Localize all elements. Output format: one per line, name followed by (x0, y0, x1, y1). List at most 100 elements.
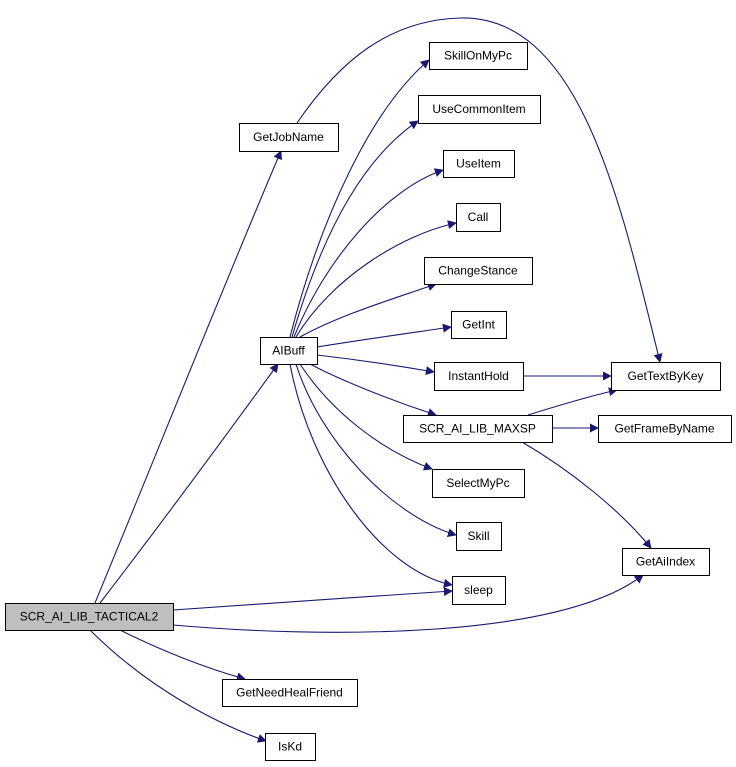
node-label: SCR_AI_LIB_MAXSP (419, 422, 536, 436)
node-label: SelectMyPc (446, 476, 509, 490)
node-box (429, 42, 528, 70)
node-usecommonitem[interactable]: UseCommonItem (418, 95, 541, 124)
node-label: GetTextByKey (627, 369, 703, 383)
node-sleep[interactable]: sleep (452, 576, 506, 605)
edge-arrow (299, 363, 433, 471)
node-box (222, 679, 358, 707)
node-useitem[interactable]: UseItem (443, 150, 515, 178)
edge-aibuff-to-instanthold (316, 354, 435, 376)
node-label: GetFrameByName (614, 422, 714, 436)
edge-getjobname-to-gettextbykey (296, 17, 663, 363)
node-box (456, 203, 501, 232)
node-changestance[interactable]: ChangeStance (424, 257, 533, 285)
node-label: GetInt (462, 318, 495, 332)
edge-layer (89, 17, 663, 743)
edge-arrow (316, 354, 435, 376)
node-layer: SCR_AI_LIB_TACTICAL2GetJobNameAIBuffSkil… (5, 42, 732, 761)
node-box (424, 257, 533, 285)
node-root[interactable]: SCR_AI_LIB_TACTICAL2 (5, 603, 174, 631)
node-box (434, 362, 524, 391)
node-getint[interactable]: GetInt (451, 311, 507, 339)
node-box (432, 469, 525, 498)
edge-arrow (289, 59, 430, 338)
edge-arrow (521, 441, 652, 549)
node-instanthold[interactable]: InstantHold (434, 362, 524, 391)
edge-arrow (296, 17, 663, 363)
edge-root-to-getjobname (94, 150, 282, 604)
node-box (598, 415, 732, 443)
edge-arrow (316, 323, 452, 348)
edge-root-to-sleep (172, 587, 453, 611)
node-label: sleep (464, 583, 493, 597)
node-box (451, 311, 507, 339)
edge-root-to-getaiindex (172, 574, 644, 633)
node-getneedhealfriend[interactable]: GetNeedHealFriend (222, 679, 358, 707)
edge-arrow (289, 363, 453, 588)
node-box (622, 548, 710, 576)
node-label: Skill (467, 529, 489, 543)
edge-arrow (295, 363, 457, 537)
edge-aibuff-to-sleep (289, 363, 453, 588)
edge-aibuff-to-useitem (293, 168, 444, 338)
node-getaiindex[interactable]: GetAiIndex (622, 548, 710, 576)
node-label: GetNeedHealFriend (236, 686, 343, 700)
node-getjobname[interactable]: GetJobName (239, 123, 339, 152)
edge-root-to-aibuff (99, 363, 279, 604)
node-getframebyname[interactable]: GetFrameByName (598, 415, 732, 443)
node-box (611, 362, 721, 391)
edge-arrow (99, 363, 279, 604)
node-gettextbykey[interactable]: GetTextByKey (611, 362, 721, 391)
node-label: UseCommonItem (432, 102, 525, 116)
edge-root-to-getneedhealfriend (119, 629, 246, 682)
edge-aibuff-to-call (295, 220, 457, 338)
edge-aibuff-to-selectmypc (299, 363, 433, 471)
edge-aibuff-to-maxsp (309, 363, 437, 417)
node-box (403, 415, 553, 443)
node-selectmypc[interactable]: SelectMyPc (432, 469, 525, 498)
edge-aibuff-to-getint (316, 323, 452, 348)
node-box (456, 522, 502, 551)
node-label: IsKd (278, 740, 302, 754)
edge-arrow (94, 150, 282, 604)
edge-maxsp-to-gettextbykey (527, 387, 618, 416)
edge-arrow (293, 168, 444, 338)
node-label: Call (468, 210, 489, 224)
node-label: GetAiIndex (636, 555, 695, 569)
node-box (418, 95, 541, 124)
edge-arrow (299, 282, 437, 338)
node-label: SkillOnMyPc (444, 49, 512, 63)
edge-arrow (527, 387, 618, 416)
edge-arrow (309, 363, 437, 417)
node-aibuff[interactable]: AIBuff (260, 337, 318, 365)
node-box (265, 733, 316, 761)
edge-aibuff-to-skillonmypc (289, 59, 430, 338)
node-box (239, 123, 339, 152)
edge-arrow (172, 574, 644, 633)
node-maxsp[interactable]: SCR_AI_LIB_MAXSP (403, 415, 553, 443)
node-label: InstantHold (448, 369, 509, 383)
node-label: AIBuff (272, 344, 305, 358)
edge-arrow (89, 629, 267, 743)
edge-aibuff-to-changestance (299, 282, 437, 338)
edge-arrow (295, 220, 457, 338)
node-skill[interactable]: Skill (456, 522, 502, 551)
node-label: SCR_AI_LIB_TACTICAL2 (20, 610, 159, 624)
node-box (260, 337, 318, 365)
node-label: UseItem (456, 157, 501, 171)
node-label: ChangeStance (438, 264, 518, 278)
edge-arrow (119, 629, 246, 682)
node-iskd[interactable]: IsKd (265, 733, 316, 761)
edge-root-to-iskd (89, 629, 267, 743)
node-skillonmypc[interactable]: SkillOnMyPc (429, 42, 528, 70)
edge-aibuff-to-skill (295, 363, 457, 537)
node-box (5, 603, 174, 631)
node-call[interactable]: Call (456, 203, 501, 232)
edge-arrow (291, 120, 419, 338)
edge-aibuff-to-usecommonitem (291, 120, 419, 338)
node-box (443, 150, 515, 178)
edge-maxsp-to-getaiindex (521, 441, 652, 549)
node-label: GetJobName (253, 130, 324, 144)
edge-arrow (172, 587, 453, 611)
node-box (452, 576, 506, 605)
